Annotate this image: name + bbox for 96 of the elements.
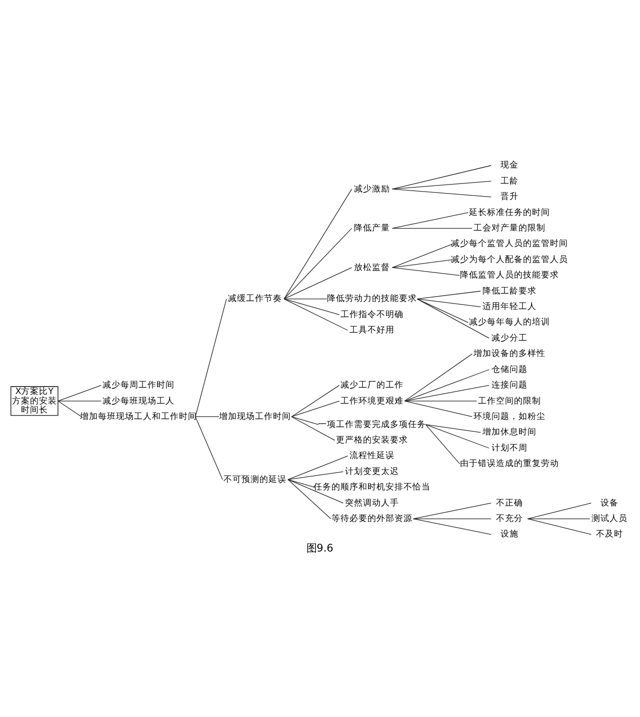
node-text: 不正确 bbox=[496, 498, 523, 508]
node-text: 流程性延误 bbox=[350, 451, 395, 462]
connector bbox=[291, 385, 340, 418]
node-text: 增加现场工作时间 bbox=[219, 412, 292, 422]
node-text: 工会对产量的限制 bbox=[473, 224, 546, 234]
connector bbox=[404, 400, 478, 402]
connector bbox=[284, 188, 352, 300]
node-text: 延长标准任务的时间 bbox=[468, 208, 550, 218]
connector bbox=[58, 385, 102, 402]
connector bbox=[58, 400, 82, 418]
connector bbox=[195, 298, 227, 418]
node-text: 仓储问题 bbox=[491, 364, 528, 375]
node-text: 设备 bbox=[600, 498, 618, 508]
connector bbox=[416, 298, 468, 323]
connector bbox=[527, 518, 590, 520]
connector bbox=[416, 298, 490, 339]
node-text: 减少激励 bbox=[354, 184, 390, 194]
connector bbox=[288, 456, 348, 480]
connector bbox=[527, 502, 592, 520]
connector bbox=[291, 416, 336, 441]
node-text: 放松监督 bbox=[354, 262, 390, 273]
node-text: 由于错误造成的重复劳动 bbox=[460, 459, 559, 470]
connector bbox=[284, 298, 348, 331]
node-text: 计划不周 bbox=[491, 443, 528, 454]
connector bbox=[425, 424, 460, 464]
node-text: 连接问题 bbox=[491, 380, 528, 391]
connector bbox=[284, 267, 352, 300]
connector bbox=[284, 228, 352, 300]
node-text: 工作空间的限制 bbox=[478, 396, 541, 406]
node-text: 任务的顺序和时机安排不恰当 bbox=[314, 482, 431, 493]
node-text: 减少每个监管人员的监管时间 bbox=[450, 239, 568, 250]
connector bbox=[392, 212, 468, 229]
node-text: 设施 bbox=[500, 530, 518, 540]
node-text: 晋升 bbox=[500, 192, 518, 202]
node-text: 适用年轻工人 bbox=[482, 302, 536, 312]
connector bbox=[288, 479, 344, 504]
node-text: 不可预测的延误 bbox=[224, 474, 287, 485]
node-text: 计划变更太迟 bbox=[345, 466, 400, 477]
connector bbox=[58, 400, 102, 402]
connector bbox=[416, 298, 481, 308]
node-text: 现金 bbox=[500, 160, 518, 171]
node-text: 增加休息时间 bbox=[482, 428, 536, 438]
connector bbox=[392, 165, 492, 190]
connector bbox=[392, 180, 492, 190]
connector bbox=[527, 518, 592, 535]
node-text: 不充分 bbox=[496, 514, 523, 524]
node-text: 降低产量 bbox=[354, 224, 390, 234]
node-text: 环境问题，如粉尘 bbox=[473, 412, 546, 422]
connector bbox=[288, 471, 344, 480]
connector bbox=[404, 385, 490, 402]
connector bbox=[284, 298, 340, 315]
connector bbox=[392, 267, 460, 276]
node-text: 工龄 bbox=[500, 176, 518, 186]
connector bbox=[416, 290, 481, 300]
connector bbox=[425, 424, 490, 448]
connector bbox=[195, 416, 223, 480]
node-text: 降低劳动力的技能要求 bbox=[327, 294, 418, 304]
node-text: 突然调动人手 bbox=[345, 498, 400, 508]
node-text: 降低工龄要求 bbox=[482, 286, 536, 296]
connector bbox=[404, 354, 472, 402]
connector bbox=[288, 479, 332, 520]
connector bbox=[291, 400, 340, 418]
node-text: 减缓工作节奏 bbox=[228, 294, 282, 304]
connector bbox=[195, 416, 220, 418]
node-text: 测试人员 bbox=[591, 514, 628, 524]
node-text: 减少工厂的工作 bbox=[340, 380, 404, 391]
node-text: 更严格的安装要求 bbox=[336, 436, 408, 446]
node-text: 一项工作需要完成多项任务 bbox=[318, 420, 426, 430]
connector bbox=[288, 479, 316, 488]
node-box: X方案比Y方案的安装时间长 bbox=[10, 386, 58, 416]
node-text: 减少分工 bbox=[491, 333, 528, 344]
node-text: 减少每年每人的培训 bbox=[468, 318, 550, 328]
node-text: 增加设备的多样性 bbox=[473, 349, 546, 360]
node-text: 工具不好用 bbox=[350, 326, 395, 336]
connector bbox=[412, 502, 492, 520]
node-text: 工作环境更艰难 bbox=[340, 396, 404, 406]
connector bbox=[392, 188, 492, 198]
connector bbox=[392, 244, 453, 268]
connector bbox=[284, 298, 328, 300]
connector bbox=[425, 424, 481, 433]
node-text: 减少为每个人配备的监管人员 bbox=[450, 254, 568, 265]
connector bbox=[291, 416, 319, 425]
node-text: 降低监管人员的技能要求 bbox=[460, 270, 559, 281]
connector bbox=[392, 259, 453, 268]
connector bbox=[404, 400, 472, 418]
node-text: 减少每班现场工人 bbox=[102, 396, 174, 406]
node-text: 不及时 bbox=[596, 530, 623, 540]
connector bbox=[412, 518, 492, 535]
node-text: 等待必要的外部资源 bbox=[332, 514, 413, 524]
node-text: 增加每班现场工人和工作时间 bbox=[80, 412, 197, 422]
connector bbox=[404, 369, 490, 402]
connector bbox=[392, 228, 472, 229]
node-text: 工作指令不明确 bbox=[340, 310, 404, 320]
connector bbox=[412, 518, 492, 520]
caption: 图9.6 bbox=[306, 542, 334, 554]
node-text: 减少每周工作时间 bbox=[102, 380, 174, 391]
